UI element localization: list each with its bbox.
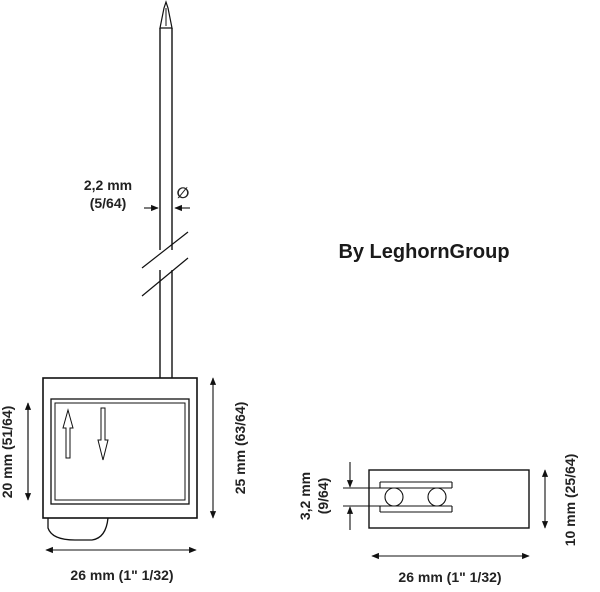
wire-diameter-in-label: (5/64): [90, 195, 127, 211]
inner-height-label: 20 mm (51/64): [0, 406, 15, 499]
front-width-dimension: 26 mm (1" 1/32): [45, 546, 197, 583]
side-width-label: 26 mm (1" 1/32): [398, 569, 501, 585]
locking-roller: [384, 487, 404, 507]
brand-label: By LeghornGroup: [338, 241, 509, 263]
outer-height-label: 25 mm (63/64): [232, 402, 248, 495]
hole-in-label: (9/64): [315, 478, 331, 515]
front-width-label: 26 mm (1" 1/32): [70, 567, 173, 583]
side-thickness-dimension: 10 mm (25/64): [541, 454, 578, 547]
seal-window: [50, 398, 190, 505]
side-width-dimension: 26 mm (1" 1/32): [371, 552, 530, 585]
hole-mm-label: 3,2 mm: [297, 472, 313, 520]
cable-wire: [141, 0, 189, 378]
outer-height-dimension: 25 mm (63/64): [209, 377, 248, 519]
arrow-up-icon: [62, 408, 74, 459]
diameter-symbol: ∅: [177, 185, 190, 202]
break-line: [141, 231, 189, 269]
locking-roller: [427, 487, 447, 507]
side-thickness-label: 10 mm (25/64): [562, 454, 578, 547]
arrow-down-icon: [97, 407, 109, 461]
wire-diameter-dimension: ∅ 2,2 mm (5/64): [84, 177, 190, 212]
seal-body-side: [368, 469, 530, 529]
hole-dimension: 3,2 mm (9/64): [297, 462, 380, 530]
insertion-direction-arrows: [62, 407, 109, 461]
break-line: [141, 257, 189, 297]
wire-diameter-mm-label: 2,2 mm: [84, 177, 132, 193]
inner-height-dimension: 20 mm (51/64): [0, 402, 32, 501]
seal-body-front: [42, 377, 198, 541]
